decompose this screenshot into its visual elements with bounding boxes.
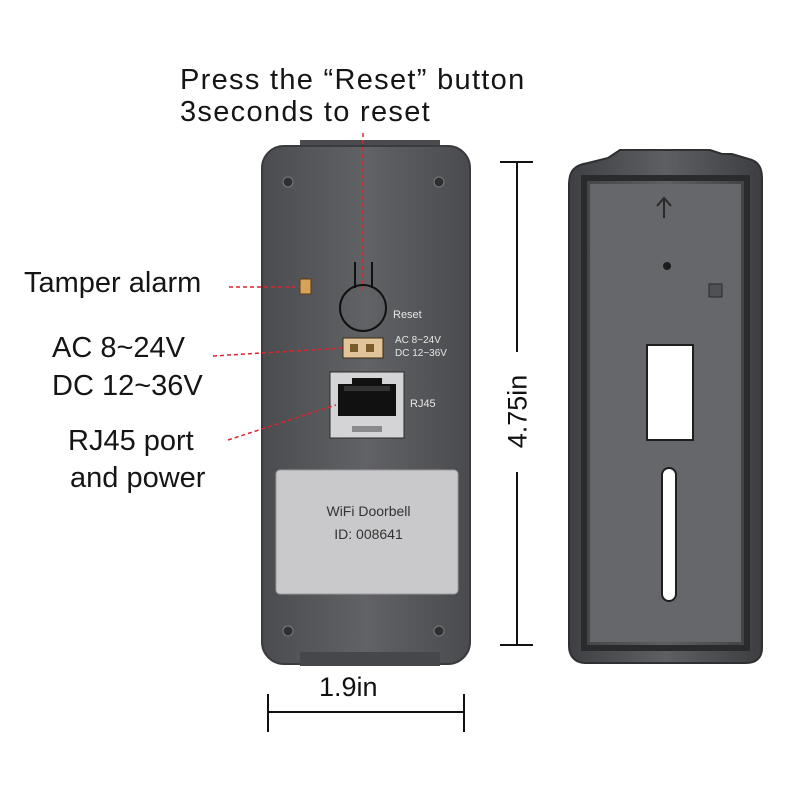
sticker-device-id: ID: 008641: [334, 526, 403, 542]
rj45-callout-line: [227, 404, 337, 441]
rj45-port: [329, 371, 405, 439]
id-sticker: [275, 469, 459, 595]
tamper-alarm-label: Tamper alarm: [24, 267, 202, 299]
power-callout-line: [212, 347, 344, 357]
width-dimension-label: 1.9in: [319, 672, 378, 702]
height-dimension-label: 4.75in: [502, 374, 533, 449]
sticker-product-name: WiFi Doorbell: [326, 503, 411, 519]
reset-keyhole: [339, 262, 387, 332]
dc-voltage-label: DC 12~36V: [52, 370, 203, 402]
ac-voltage-label: AC 8~24V: [52, 332, 186, 364]
power-terminal: [342, 337, 384, 359]
screw-icon: [282, 176, 445, 637]
instruction-line-1: Press the “Reset” button: [180, 64, 526, 96]
rj45-port-label: RJ45 port: [68, 425, 194, 457]
rj45-print-label: RJ45: [410, 398, 436, 410]
reset-print-label: Reset: [393, 309, 422, 321]
mounting-bracket: [568, 149, 763, 664]
width-dimension: [267, 694, 465, 732]
ac-print-label: AC 8~24V: [395, 335, 441, 346]
callout-lines: [212, 133, 364, 441]
and-power-label: and power: [70, 462, 206, 494]
instruction-line-2: 3seconds to reset: [180, 96, 432, 128]
tamper-switch: [299, 278, 312, 295]
dc-print-label: DC 12~36V: [395, 348, 447, 359]
